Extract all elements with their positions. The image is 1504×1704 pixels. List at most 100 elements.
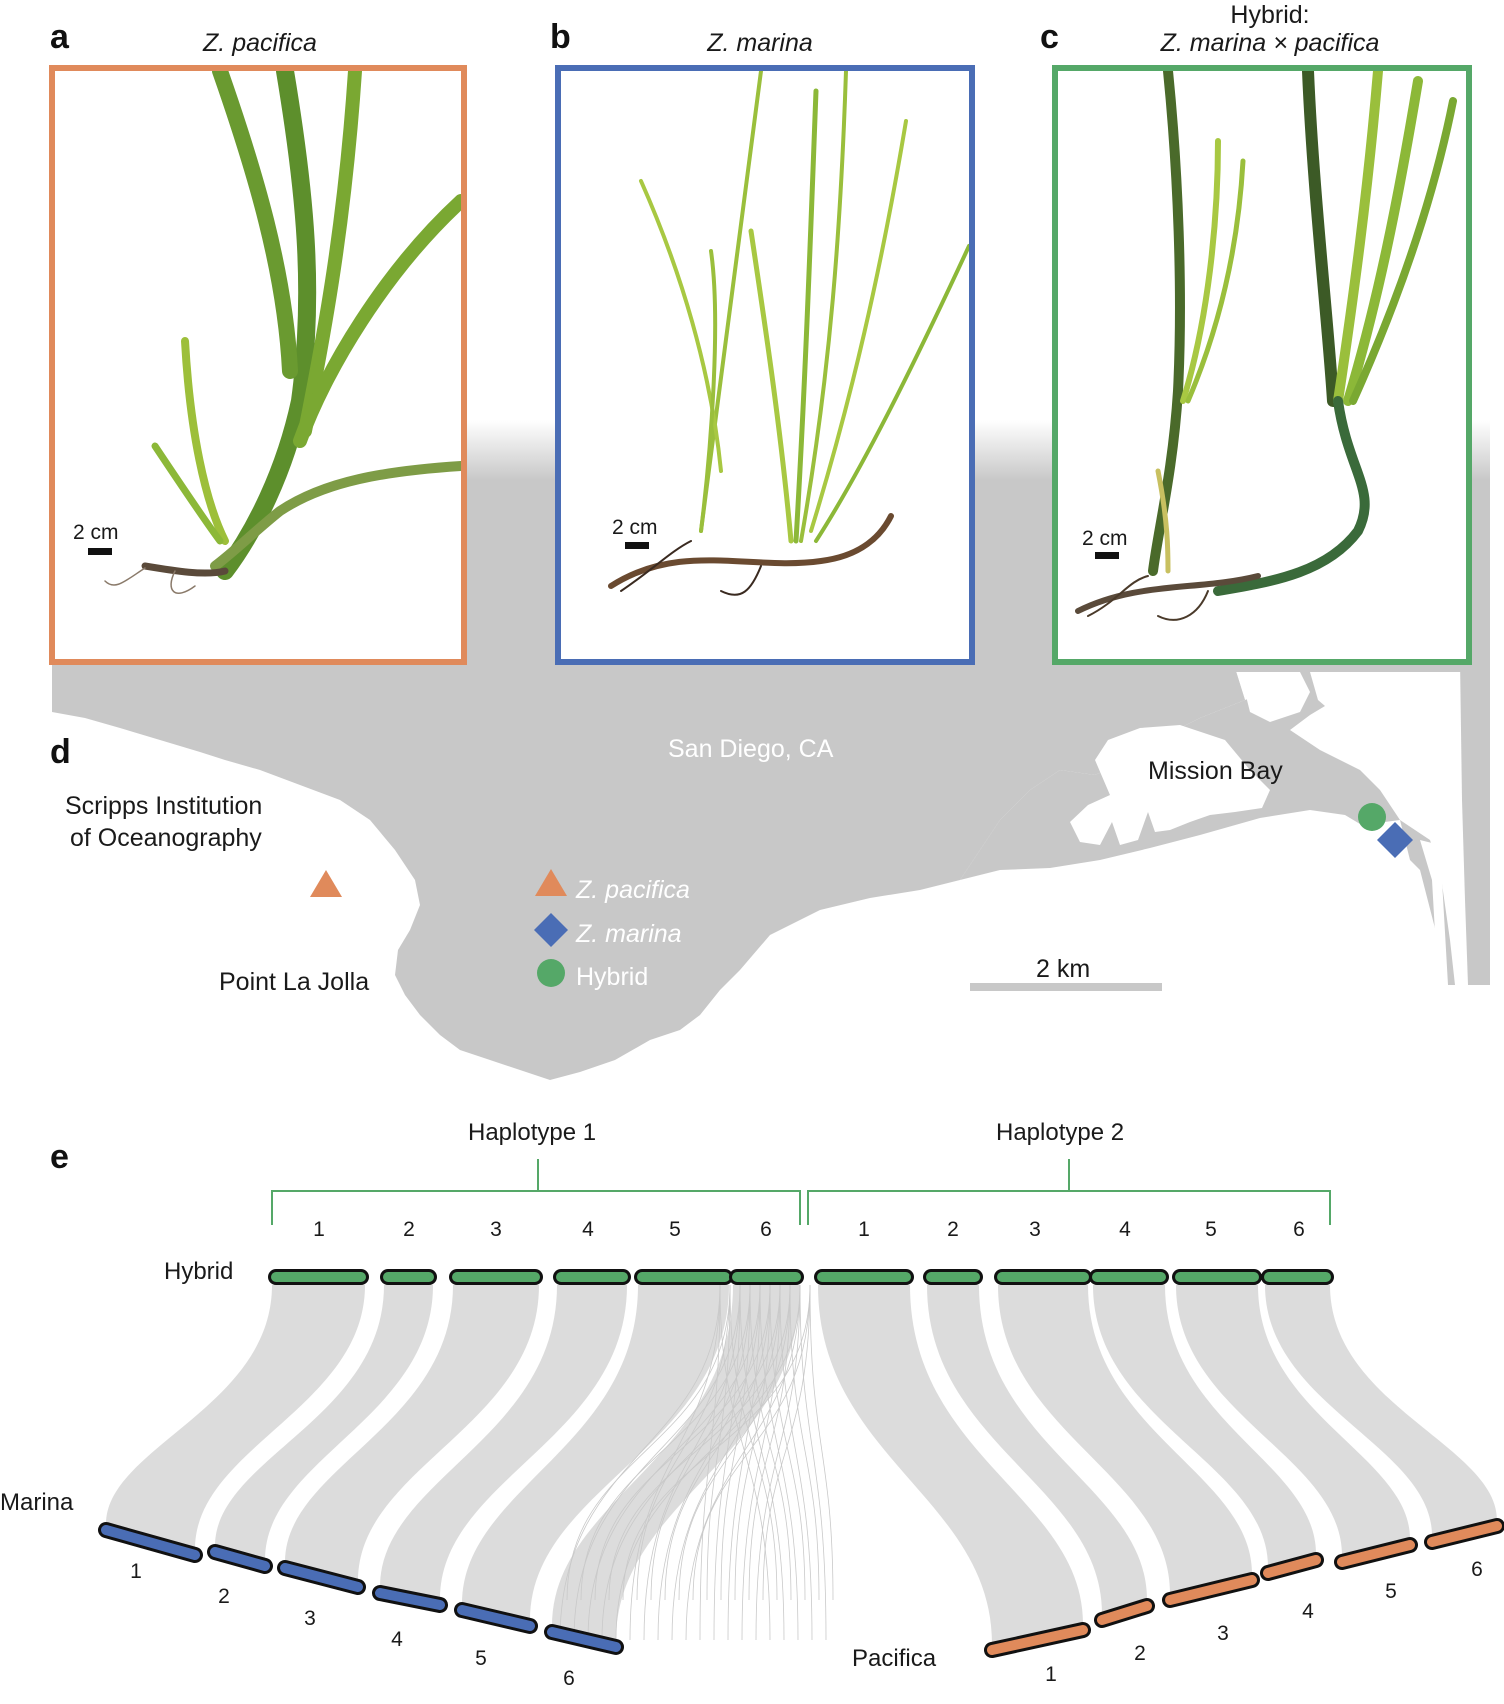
pacifica-num-1: 1 — [1045, 1663, 1057, 1686]
pacifica-num-3: 3 — [1217, 1622, 1229, 1645]
pacifica-chromosome-5 — [1337, 1540, 1415, 1567]
haplotype-brackets — [271, 1159, 1331, 1225]
link-cross-thread — [580, 1284, 751, 1601]
panel-label-d: d — [50, 733, 71, 771]
hap1-num-2: 2 — [403, 1218, 415, 1241]
panel-label-c: c — [1040, 18, 1059, 56]
pacifica-row-label: Pacifica — [852, 1645, 937, 1672]
marina-chromosome-3 — [280, 1563, 363, 1592]
link-cross-thread — [799, 1284, 827, 1641]
pacifica-num-6: 6 — [1471, 1558, 1483, 1581]
marina-num-1: 1 — [130, 1560, 142, 1583]
link-cross-thread — [573, 1284, 741, 1641]
map-scale-label: 2 km — [1036, 955, 1091, 983]
hap2-num-2: 2 — [947, 1218, 959, 1241]
link-cross-thread — [566, 1284, 731, 1601]
link-cross-thread — [559, 1284, 721, 1641]
panel-title-a: Z. pacifica — [203, 29, 317, 57]
link-cross-thread — [727, 1284, 761, 1641]
legend-circle-icon — [537, 959, 565, 987]
link-cross-thread — [769, 1284, 806, 1601]
marina-num-4: 4 — [391, 1628, 403, 1651]
hap2-num-1: 1 — [858, 1218, 870, 1241]
link-cross-thread — [650, 1284, 751, 1601]
hap1-num-3: 3 — [490, 1218, 502, 1241]
link-cross-thread — [755, 1284, 801, 1641]
link-cross-thread — [608, 1284, 791, 1601]
link-cross-thread — [809, 1284, 834, 1601]
panel-label-b: b — [550, 18, 571, 56]
panel-title-b: Z. marina — [707, 29, 813, 57]
seagrass-hybrid-image — [1075, 71, 1457, 621]
map-scale-bar — [970, 983, 1162, 991]
marina-row-label: Marina — [0, 1489, 74, 1516]
pacifica-site-marker — [310, 870, 342, 897]
hap2-num-5: 5 — [1205, 1218, 1217, 1241]
hybrid-site-marker — [1358, 803, 1386, 831]
map-city-label: San Diego, CA — [668, 735, 834, 763]
link-cross-thread — [741, 1284, 781, 1641]
marina-chromosome-6 — [547, 1627, 621, 1652]
hap1-num-4: 4 — [582, 1218, 594, 1241]
map-scripps-line2: of Oceanography — [70, 824, 262, 852]
map-scripps-line1: Scripps Institution — [65, 792, 263, 820]
link-cross-thread — [749, 1284, 792, 1601]
pacifica-num-2: 2 — [1134, 1642, 1146, 1665]
link-marina-2 — [215, 1285, 433, 1560]
link-cross-thread — [729, 1284, 778, 1601]
link-cross-thread — [713, 1284, 741, 1641]
pacifica-chromosome-3 — [1165, 1575, 1257, 1605]
link-marina-4 — [380, 1285, 627, 1599]
link-cross-thread — [706, 1284, 731, 1601]
link-cross-thread — [678, 1284, 791, 1601]
mission-bay-land — [960, 668, 1455, 985]
marina-chromosome-2 — [210, 1547, 270, 1571]
photo-panel-marina — [555, 65, 975, 665]
link-cross-thread — [739, 1284, 785, 1641]
link-cross-thread — [720, 1284, 751, 1601]
seagrass-marina-image — [608, 71, 969, 596]
panel-label-a: a — [50, 18, 69, 56]
scale-bar-a — [88, 548, 112, 555]
link-pacifica-3 — [998, 1285, 1252, 1594]
legend-marina: Z. marina — [576, 920, 682, 948]
link-cross-thread — [622, 1284, 811, 1601]
panel-title-c-line2: Z. marina × pacifica — [1160, 29, 1380, 57]
coastline — [52, 668, 1245, 1080]
hap2-num-3: 3 — [1029, 1218, 1041, 1241]
scale-label-b: 2 cm — [612, 516, 658, 539]
panel-label-e: e — [50, 1138, 69, 1176]
marina-chromosome-5 — [457, 1605, 535, 1631]
link-cross-thread — [789, 1284, 820, 1601]
photo-panel-pacifica — [49, 65, 467, 665]
hap2-num-4: 4 — [1119, 1218, 1131, 1241]
marina-chromosome-1 — [101, 1525, 200, 1560]
link-pacifica-2 — [927, 1285, 1147, 1614]
link-cross-thread — [759, 1284, 799, 1641]
pacifica-chromosome-6 — [1427, 1521, 1502, 1547]
link-cross-thread — [671, 1284, 781, 1641]
hap1-num-5: 5 — [669, 1218, 681, 1241]
scale-bar-b — [625, 542, 649, 549]
link-cross-thread — [643, 1284, 741, 1641]
legend-hybrid: Hybrid — [576, 963, 649, 991]
link-cross-thread — [657, 1284, 761, 1641]
link-pacifica-4 — [1093, 1285, 1316, 1567]
link-marina-3 — [285, 1285, 539, 1581]
link-cross-thread — [748, 1284, 791, 1601]
haplotype-1-label: Haplotype 1 — [468, 1119, 597, 1146]
link-cross-thread — [685, 1284, 801, 1641]
pacifica-chromosome-4 — [1263, 1555, 1321, 1578]
link-cross-thread — [719, 1284, 771, 1641]
map-mission-bay: Mission Bay — [1148, 757, 1283, 785]
scale-label-c: 2 cm — [1082, 527, 1128, 550]
marina-chromosome-4 — [375, 1588, 445, 1610]
link-cross-thread — [779, 1284, 813, 1641]
marina-num-5: 5 — [475, 1647, 487, 1670]
link-pacifica-6 — [1265, 1285, 1497, 1536]
link-cross-thread — [629, 1284, 721, 1641]
hybrid-row-label: Hybrid — [164, 1258, 234, 1285]
hap1-num-6: 6 — [760, 1218, 772, 1241]
link-cross-thread — [699, 1284, 721, 1641]
